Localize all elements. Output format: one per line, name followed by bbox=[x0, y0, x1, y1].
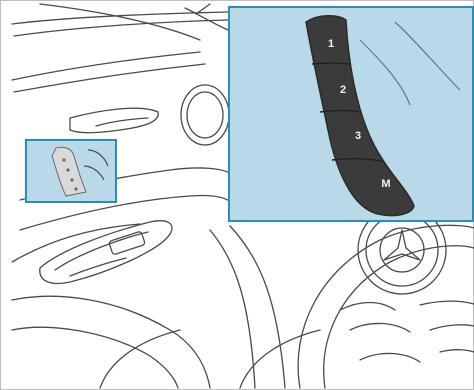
memory-button-2[interactable]: 2 bbox=[340, 84, 346, 96]
zoom-inset bbox=[229, 7, 473, 221]
door-memory-highlight bbox=[26, 140, 116, 202]
memory-button-m[interactable]: M bbox=[381, 178, 390, 190]
memory-button-3[interactable]: 3 bbox=[355, 130, 361, 142]
memory-button-1[interactable]: 1 bbox=[328, 38, 334, 50]
